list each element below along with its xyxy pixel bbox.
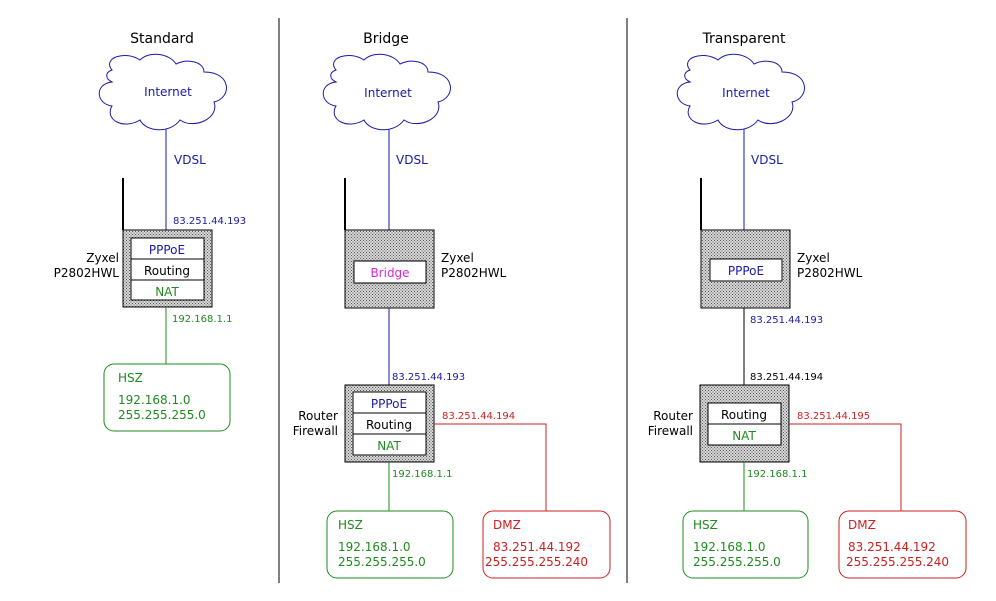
router-name-line1: Router <box>298 409 338 423</box>
panel-title: Transparent <box>702 31 786 47</box>
zone-title: HSZ <box>338 518 363 532</box>
lan-ip: 192.168.1.1 <box>172 314 232 325</box>
device-row-nat: NAT <box>155 285 179 299</box>
router-row-nat: NAT <box>377 439 401 453</box>
link-label: VDSL <box>396 153 428 167</box>
zone-title: DMZ <box>848 518 876 532</box>
dmz-zone: DMZ 83.251.44.192 255.255.255.240 <box>838 510 967 579</box>
router-firewall: Routing NAT <box>699 384 790 463</box>
cloud-label: Internet <box>364 86 412 100</box>
zyxel-modem: Bridge <box>344 178 435 309</box>
zone-title: HSZ <box>693 518 718 532</box>
hsz-zone: HSZ 192.168.1.0 255.255.255.0 <box>682 510 809 579</box>
zone-title: DMZ <box>493 518 521 532</box>
internet-cloud-icon <box>98 53 227 131</box>
panel-title: Bridge <box>363 31 409 47</box>
panel-title: Standard <box>130 31 194 47</box>
zone-network: 83.251.44.192 <box>493 540 581 554</box>
dmz-ip: 83.251.44.194 <box>442 411 515 422</box>
hsz-zone: HSZ 192.168.1.0 255.255.255.0 <box>326 510 454 579</box>
zone-network: 192.168.1.0 <box>338 540 411 554</box>
lan-ip: 192.168.1.1 <box>392 469 452 480</box>
lan-ip: 192.168.1.1 <box>747 469 807 480</box>
router-row-nat: NAT <box>732 429 756 443</box>
device-name-line2: P2802HWL <box>54 266 120 280</box>
zone-network: 83.251.44.192 <box>848 540 936 554</box>
router-name-line2: Firewall <box>293 424 338 438</box>
zone-mask: 255.255.255.240 <box>846 555 949 569</box>
internet-cloud-icon <box>676 53 805 131</box>
router-name-line1: Router <box>653 409 693 423</box>
modem-mode: Bridge <box>370 266 409 280</box>
zone-mask: 255.255.255.0 <box>338 555 426 569</box>
panel-transparent: Transparent Internet VDSL PPPoE Zyxel P2… <box>648 31 967 579</box>
link-label: VDSL <box>751 153 783 167</box>
wan-ip: 83.251.44.193 <box>173 216 246 227</box>
dmz-link <box>434 423 547 511</box>
modem-name-line1: Zyxel <box>797 251 830 265</box>
device-row-routing: Routing <box>144 264 190 278</box>
internet-cloud-icon <box>322 53 451 131</box>
modem-name-line2: P2802HWL <box>797 266 863 280</box>
router-name-line2: Firewall <box>648 424 693 438</box>
router-wan-ip: 83.251.44.194 <box>750 372 823 383</box>
panel-bridge: Bridge Internet VDSL Bridge Zyxel P2802H… <box>293 31 611 579</box>
dmz-zone: DMZ 83.251.44.192 255.255.255.240 <box>482 510 611 579</box>
router-row-routing: Routing <box>721 408 767 422</box>
modem-name-line1: Zyxel <box>441 251 474 265</box>
zone-mask: 255.255.255.0 <box>693 555 781 569</box>
link-label: VDSL <box>174 153 206 167</box>
router-wan-ip: 83.251.44.193 <box>392 372 465 383</box>
device-name-line1: Zyxel <box>86 251 119 265</box>
router-firewall: PPPoE Routing NAT <box>344 384 435 463</box>
zone-network: 192.168.1.0 <box>693 540 766 554</box>
zyxel-modem: PPPoE <box>700 178 791 309</box>
hsz-zone: HSZ 192.168.1.0 255.255.255.0 <box>103 363 231 432</box>
modem-mode: PPPoE <box>728 264 764 278</box>
panel-standard: Standard Internet VDSL 83.251.44.193 PPP… <box>54 31 246 432</box>
dmz-ip: 83.251.44.195 <box>797 411 870 422</box>
zone-mask: 255.255.255.240 <box>485 555 588 569</box>
modem-name-line2: P2802HWL <box>441 266 507 280</box>
modem-lan-ip: 83.251.44.193 <box>750 315 823 326</box>
router-row-pppoe: PPPoE <box>371 397 407 411</box>
cloud-label: Internet <box>722 86 770 100</box>
device-row-pppoe: PPPoE <box>149 243 185 257</box>
zone-mask: 255.255.255.0 <box>118 408 206 422</box>
zone-network: 192.168.1.0 <box>118 393 191 407</box>
cloud-label: Internet <box>144 85 192 99</box>
router-row-routing: Routing <box>366 418 412 432</box>
zone-title: HSZ <box>118 371 143 385</box>
dmz-link <box>789 423 902 511</box>
zyxel-device: PPPoE Routing NAT <box>122 178 213 308</box>
